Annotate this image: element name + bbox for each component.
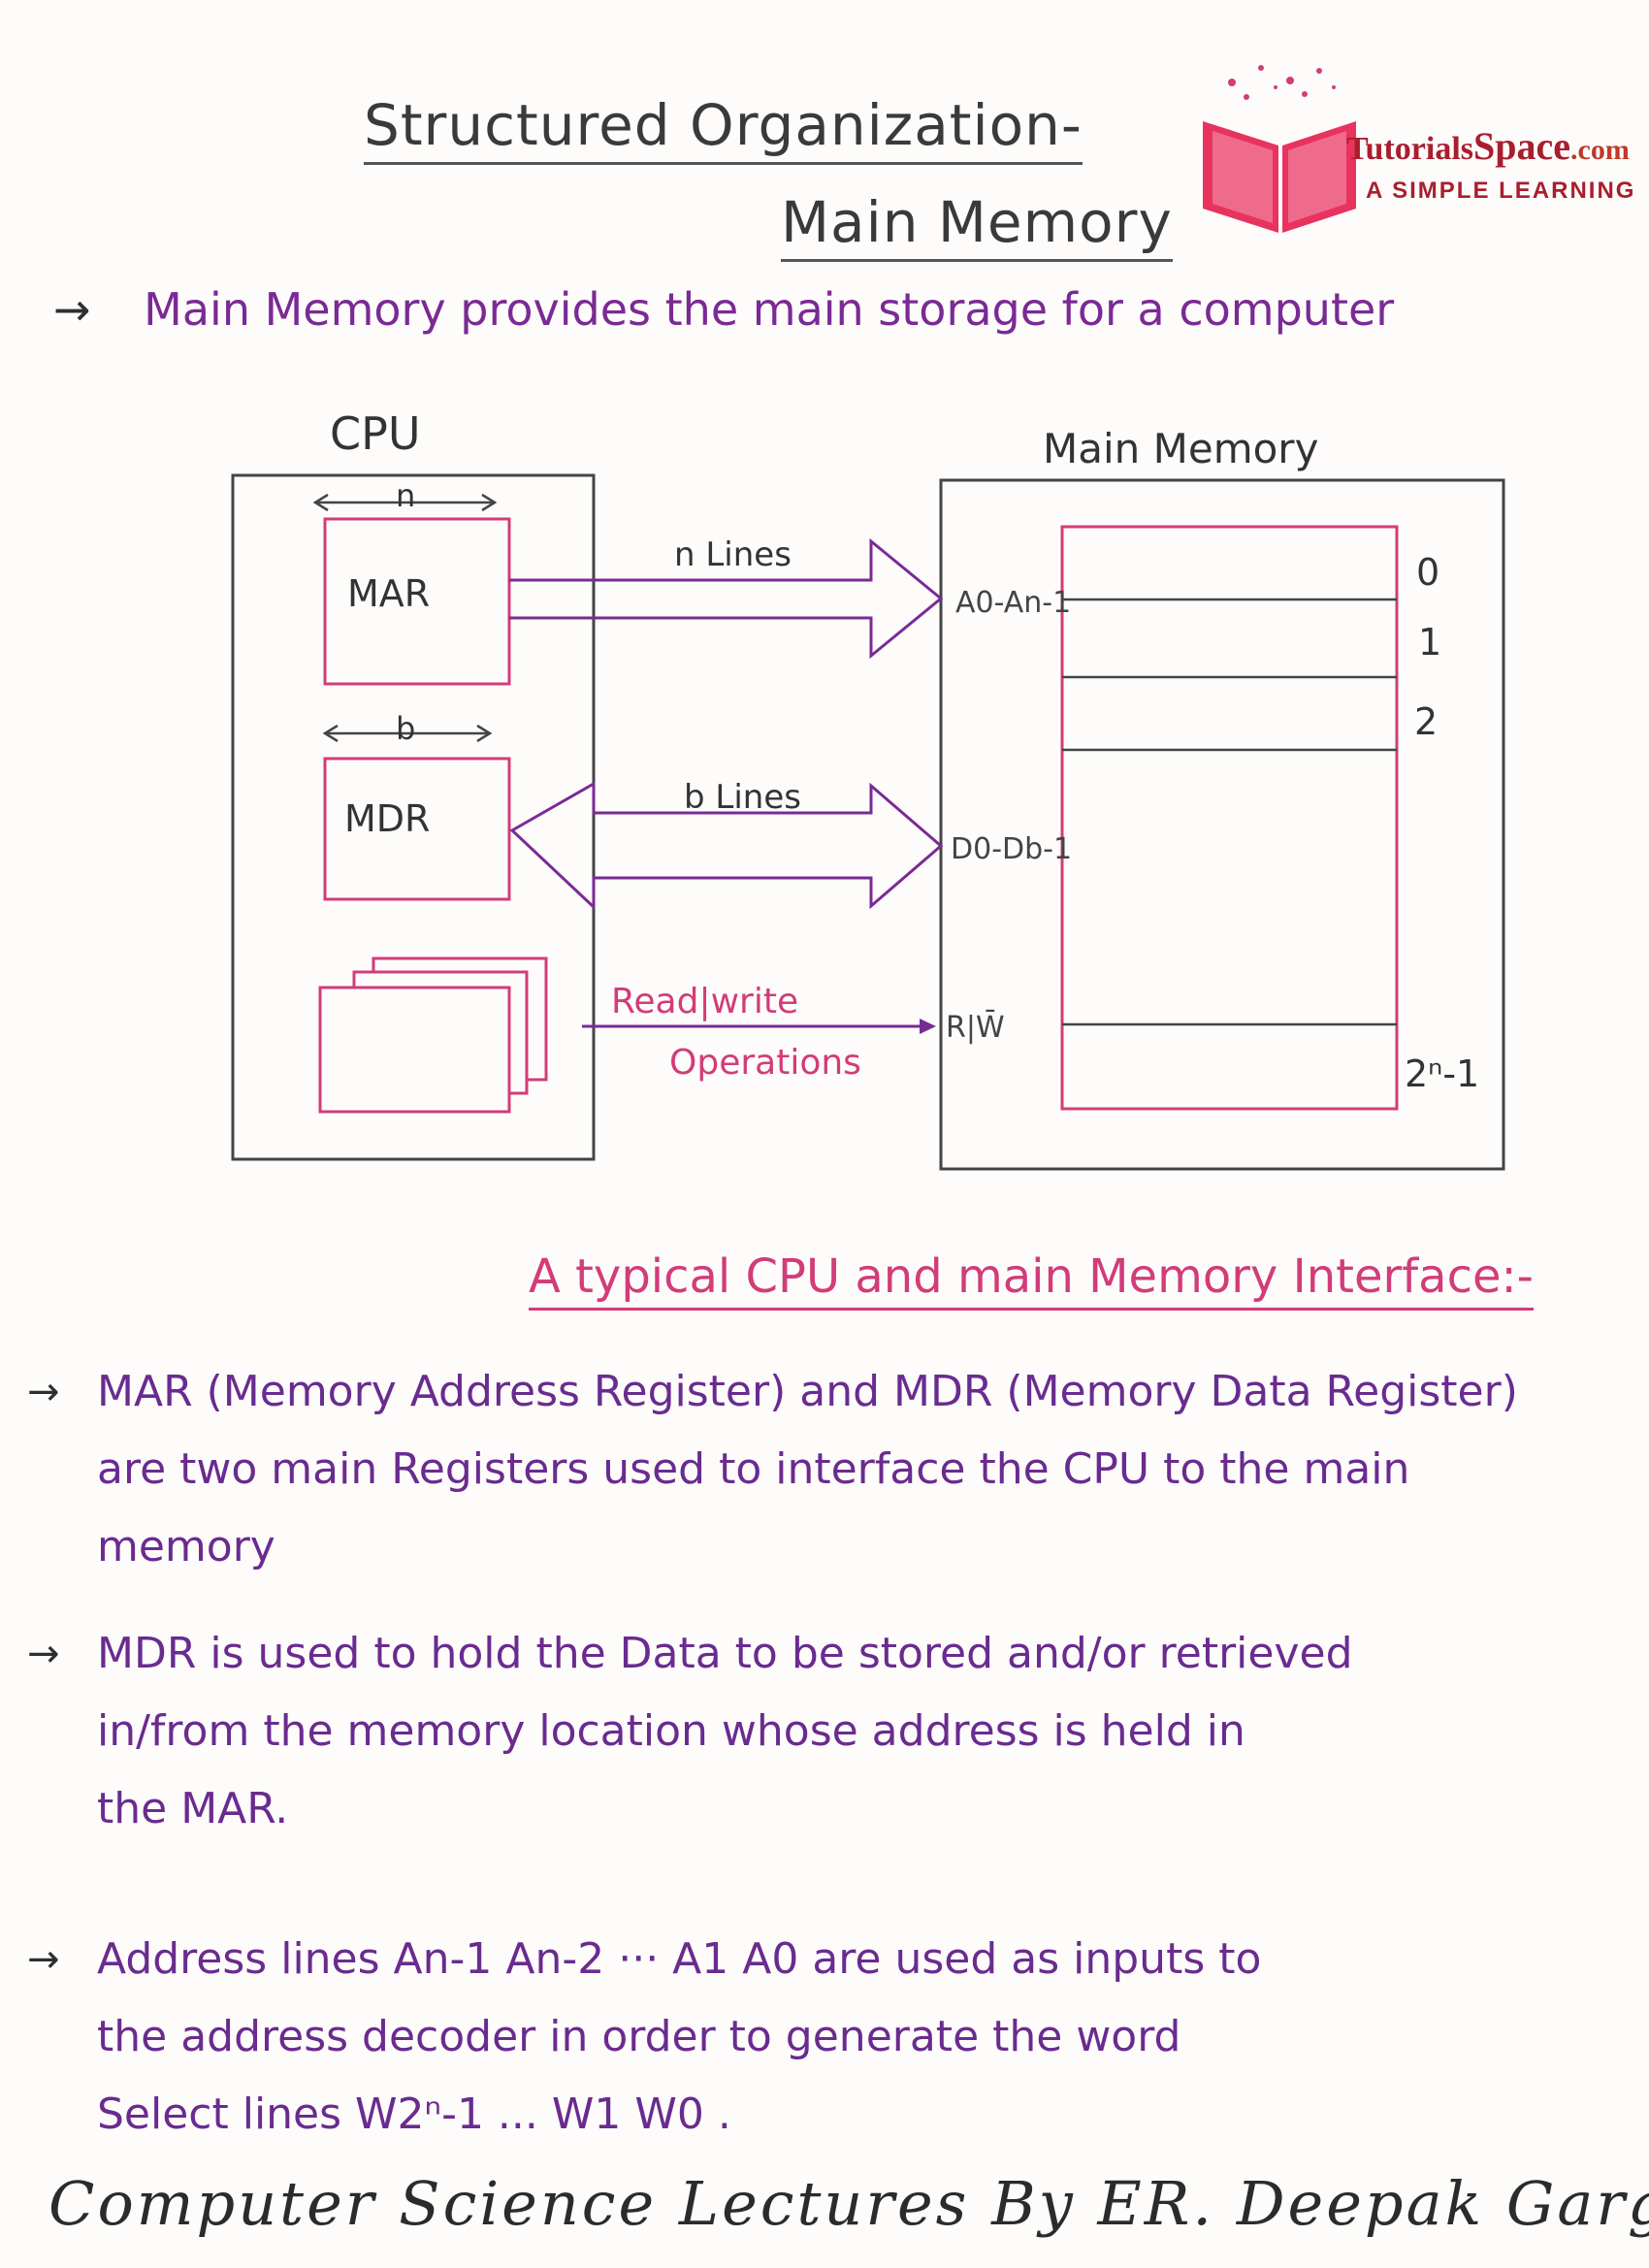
note-1: → MAR (Memory Address Register) and MDR … xyxy=(27,1353,1518,1586)
note-2-line-3: the MAR. xyxy=(97,1784,289,1833)
logo-name-part2: Space xyxy=(1473,124,1571,168)
read-write-arrowhead xyxy=(920,1019,936,1034)
page-subtitle: Main Memory xyxy=(781,189,1173,262)
word-index-1: 1 xyxy=(1418,621,1442,664)
note-3: → Address lines An-1 An-2 ··· A1 A0 are … xyxy=(27,1921,1261,2154)
note-1-line-2: are two main Registers used to interface… xyxy=(97,1444,1410,1494)
data-bus-arrow xyxy=(509,781,944,911)
mar-label: MAR xyxy=(347,572,431,615)
memory-box xyxy=(939,478,1505,1171)
mar-box xyxy=(323,517,511,686)
logo-tagline: A SIMPLE LEARNING xyxy=(1366,178,1636,204)
footer-credit: Computer Science Lectures By ER. Deepak … xyxy=(48,2168,1649,2239)
mdr-box xyxy=(323,757,511,901)
memory-label: Main Memory xyxy=(1043,425,1319,472)
word-index-last: 2ⁿ-1 xyxy=(1405,1053,1480,1095)
read-write-label-line1: Read|write xyxy=(611,982,799,1021)
note-1-arrow: → xyxy=(27,1370,60,1414)
word-index-2: 2 xyxy=(1414,700,1439,743)
read-write-pin-label: R|W̄ xyxy=(946,1011,1005,1045)
read-write-label-line2: Operations xyxy=(669,1043,861,1083)
cpu-label: CPU xyxy=(330,407,421,460)
cpu-memory-diagram xyxy=(231,473,1505,1171)
note-2: → MDR is used to hold the Data to be sto… xyxy=(27,1615,1353,1848)
note-3-line-1: Address lines An-1 An-2 ··· A1 A0 are us… xyxy=(97,1934,1262,1984)
logo-name: TutorialsSpace.com xyxy=(1346,123,1630,169)
mdr-label: MDR xyxy=(344,797,431,840)
word-index-0: 0 xyxy=(1416,551,1440,594)
mdr-width-arrowheads xyxy=(322,724,493,743)
note-2-line-2: in/from the memory location whose addres… xyxy=(97,1706,1245,1756)
mar-width-label: n xyxy=(396,477,416,514)
note-3-line-3: Select lines W2ⁿ-1 ... W1 W0 . xyxy=(97,2090,731,2139)
memory-array xyxy=(1060,525,1399,1111)
page-title: Structured Organization- xyxy=(364,92,1083,165)
register-stack-front xyxy=(318,986,511,1114)
address-pins-label: A0-An-1 xyxy=(955,586,1072,620)
address-lines-label: n Lines xyxy=(674,535,792,574)
logo-name-part3: .com xyxy=(1570,134,1630,166)
diagram-caption: A typical CPU and main Memory Interface:… xyxy=(529,1249,1534,1311)
intro-line: → Main Memory provides the main storage … xyxy=(53,283,1394,336)
tutorialsspace-logo: TutorialsSpace.com A SIMPLE LEARNING xyxy=(1193,53,1633,238)
logo-name-part1: Tutorials xyxy=(1346,131,1474,167)
data-lines-label: b Lines xyxy=(684,778,801,817)
note-1-line-3: memory xyxy=(97,1522,275,1571)
data-pins-label: D0-Db-1 xyxy=(951,832,1073,866)
book-icon xyxy=(1203,65,1356,233)
note-3-line-2: the address decoder in order to generate… xyxy=(97,2012,1181,2061)
note-2-line-1: MDR is used to hold the Data to be store… xyxy=(97,1629,1353,1678)
cpu-box xyxy=(231,473,596,1161)
intro-text: Main Memory provides the main storage fo… xyxy=(144,283,1395,336)
mdr-width-label: b xyxy=(396,710,416,747)
mar-width-arrowheads xyxy=(312,493,498,512)
note-3-arrow: → xyxy=(27,1937,60,1982)
address-bus-arrow xyxy=(509,537,944,660)
bullet-arrow: → xyxy=(53,283,91,336)
note-2-arrow: → xyxy=(27,1632,60,1676)
note-1-line-1: MAR (Memory Address Register) and MDR (M… xyxy=(97,1367,1518,1416)
